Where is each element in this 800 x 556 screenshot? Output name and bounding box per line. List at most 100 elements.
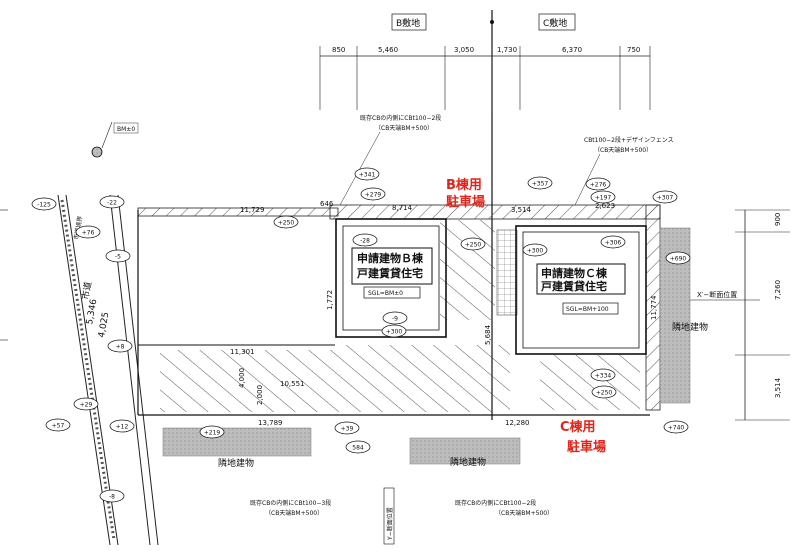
spot-level-value: +300 — [386, 329, 403, 336]
spot-level-marker — [381, 324, 407, 338]
spot-level-value: +357 — [532, 181, 549, 188]
spot-level-value: +306 — [605, 240, 622, 247]
spot-level-marker — [105, 249, 131, 263]
spot-level-value: +250 — [278, 220, 295, 227]
fence-notes: 既存CBの内側にCBt100−2段 （CB天端BM+500） CBt100−2段… — [250, 114, 760, 545]
road-width-1: 5,346 — [85, 298, 99, 325]
dim-7260: 7,260 — [774, 280, 782, 300]
spot-level-marker — [590, 190, 616, 204]
note-fence-bottom-right-sub: （CB天端BM+500） — [495, 509, 553, 517]
spot-level-value: +690 — [670, 256, 687, 263]
dim-11301: 11,301 — [230, 348, 255, 356]
spot-level-marker — [109, 419, 135, 433]
spot-level-value: +250 — [596, 390, 613, 397]
dim-646: 646 — [320, 200, 334, 208]
dim-900: 900 — [774, 213, 782, 226]
note-fence-c-sub: （CB天端BM+500） — [594, 146, 652, 154]
dim-12280: 12,280 — [505, 419, 530, 427]
note-fence-b-sub: （CB天端BM+500） — [375, 124, 433, 132]
dim-10551: 10,551 — [280, 380, 305, 388]
parking-labels: B棟用 駐車場 C棟用 駐車場 — [446, 177, 606, 455]
neighbor-label-1: 隣地建物 — [218, 457, 254, 469]
building-b-sub: 戸建賃貸住宅 — [357, 266, 423, 280]
spot-level-value: +341 — [359, 172, 376, 179]
spot-level-value: +76 — [82, 230, 95, 237]
note-fence-bottom-left: 既存CBの内側にCBt100−3段 — [250, 499, 331, 507]
building-b-sgl: SGL=BM±0 — [368, 290, 403, 297]
spot-level-marker — [585, 177, 611, 191]
benchmark-icon — [91, 146, 103, 158]
spot-level-value: -8 — [109, 494, 115, 501]
neighbor-label-3: 隣地建物 — [672, 321, 708, 333]
spot-level-marker — [75, 225, 101, 239]
spot-level-value: -22 — [107, 200, 117, 207]
dim-3514-top: 3,514 — [511, 206, 532, 214]
building-c-sub: 戸建賃貸住宅 — [541, 279, 607, 293]
spot-level-marker — [199, 425, 225, 439]
spot-level-value: +197 — [595, 195, 612, 202]
spot-level-value: +740 — [668, 425, 685, 432]
dim-4000: 4,000 — [238, 368, 246, 388]
grating — [496, 229, 518, 316]
spot-level-marker — [31, 197, 57, 211]
spot-level-value: +29 — [80, 402, 93, 409]
spot-level-marker — [591, 385, 617, 399]
dim-1730: 1,730 — [497, 46, 517, 54]
spot-level-marker — [460, 237, 486, 251]
dim-6370: 6,370 — [562, 46, 582, 54]
spot-level-marker — [73, 397, 99, 411]
spot-level-marker — [99, 195, 125, 209]
spot-level-marker — [600, 235, 626, 249]
note-fence-c: CBt100−2段+デザインフェンス — [584, 136, 674, 144]
spot-level-value: +250 — [465, 242, 482, 249]
left-road: 市道 5,346 4,025 市道境界 BM±0 — [57, 121, 159, 546]
building-c-title: 申請建物Ｃ棟 — [541, 266, 608, 280]
spot-level-value: -125 — [37, 202, 51, 209]
dim-5684: 5,684 — [484, 324, 492, 345]
parking-b-line1: B棟用 — [446, 177, 482, 193]
spot-level-value: -5 — [115, 254, 121, 261]
building-b-title: 申請建物Ｂ棟 — [357, 251, 424, 265]
spot-level-marker — [665, 251, 691, 265]
spot-level-value: -9 — [392, 316, 398, 323]
x-section-label: X′−断面位置 — [697, 290, 737, 299]
spot-level-value: +279 — [365, 192, 382, 199]
dim-8714: 8,714 — [392, 204, 413, 212]
dim-13789: 13,789 — [258, 419, 283, 427]
spot-level-marker — [273, 215, 299, 229]
right-dimension-line: 900 7,260 3,514 — [0, 209, 790, 421]
dim-5460: 5,460 — [378, 46, 398, 54]
note-fence-b: 既存CBの内側にCBt100−2段 — [360, 114, 441, 122]
y-section-label: Y−断面位置 — [386, 507, 394, 541]
spot-level-value: +276 — [590, 182, 607, 189]
dim-850: 850 — [332, 46, 345, 54]
parking-b-line2: 駐車場 — [446, 194, 485, 210]
spot-level-value: +334 — [595, 373, 612, 380]
spot-level-value: +219 — [204, 430, 221, 437]
dim-11774: 11,774 — [650, 295, 658, 320]
top-dimension-line: 850 5,460 3,050 1,730 6,370 750 — [319, 46, 651, 110]
inner-dimensions: 11,729 646 8,714 3,514 2,623 11,301 10,5… — [230, 200, 658, 427]
spot-level-marker — [590, 368, 616, 382]
dim-11729: 11,729 — [240, 206, 265, 214]
neighbor-label-2: 隣地建物 — [450, 456, 486, 468]
note-fence-bottom-right: 既存CBの内側にCBt100−2段 — [455, 499, 536, 507]
lot-c-label: C敷地 — [543, 17, 567, 29]
road-label: 市道 — [79, 281, 94, 301]
spot-level-value: -28 — [360, 238, 370, 245]
spot-level-marker — [522, 243, 548, 257]
lot-b-label: B敷地 — [396, 17, 420, 29]
spot-level-value: +300 — [527, 248, 544, 255]
spot-level-marker — [334, 421, 360, 435]
spot-level-marker — [652, 190, 678, 204]
spot-level-marker — [527, 176, 553, 190]
spot-level-marker — [352, 233, 378, 247]
parking-c-line2: 駐車場 — [567, 439, 606, 455]
parking-c-line1: C棟用 — [560, 419, 596, 435]
spot-level-marker — [45, 418, 71, 432]
spot-level-value: +39 — [341, 426, 354, 433]
building-c-sgl: SGL=BM+100 — [566, 306, 609, 313]
spot-level-marker — [663, 420, 689, 434]
spot-level-value: +57 — [52, 423, 65, 430]
